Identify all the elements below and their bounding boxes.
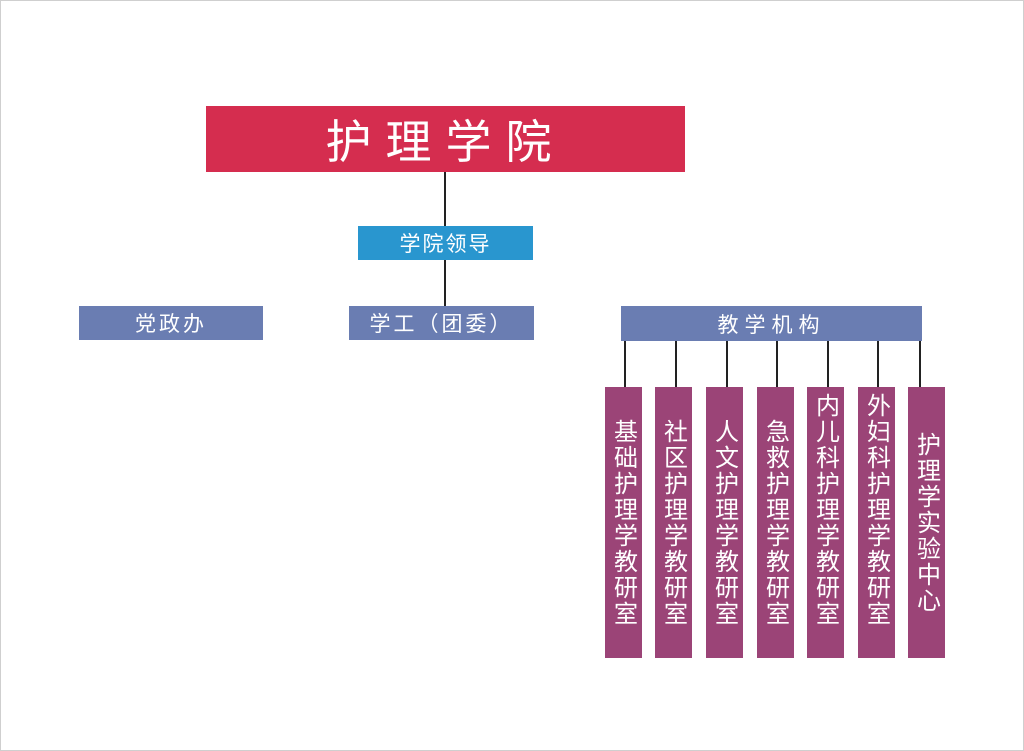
connector-root-lead [444,172,446,226]
unit-node: 基础护理学教研室 [605,387,642,658]
connector-teach-unit [624,341,626,387]
connector-teach-unit [877,341,879,387]
unit-node: 社区护理学教研室 [655,387,692,658]
leadership-node: 学院领导 [358,226,533,260]
office-node: 党政办 [79,306,263,340]
connector-teach-unit [827,341,829,387]
teaching-node: 教学机构 [621,306,922,341]
connector-teach-unit [776,341,778,387]
connector-teach-unit [726,341,728,387]
connector-teach-unit [675,341,677,387]
unit-node: 内儿科护理学教研室 [807,387,844,658]
unit-node: 外妇科护理学教研室 [858,387,895,658]
unit-node: 急救护理学教研室 [757,387,794,658]
student-affairs-node: 学工（团委） [349,306,534,340]
connector-teach-unit [919,341,921,387]
connector-lead-student [444,260,446,306]
root-node: 护理学院 [206,106,685,172]
unit-node: 人文护理学教研室 [706,387,743,658]
unit-node: 护理学实验中心 [908,387,945,658]
